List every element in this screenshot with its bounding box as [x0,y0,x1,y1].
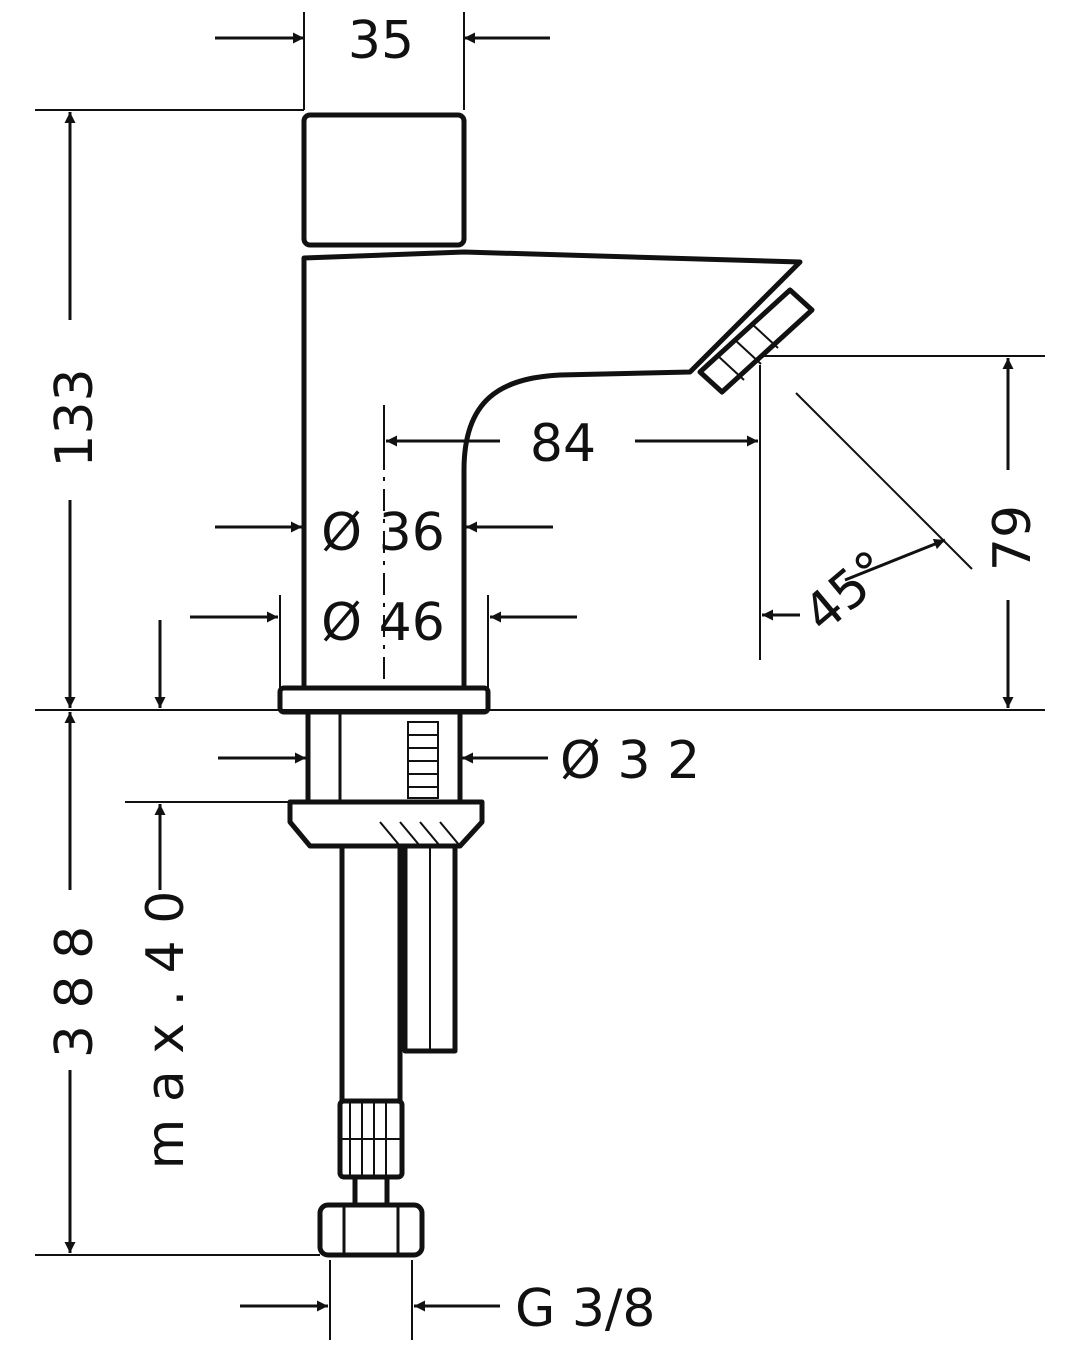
dimension-below-deck-length: 3 8 8 [45,712,105,1253]
fixing-nut [287,799,485,849]
threaded-shank [305,709,463,805]
hose-crimp [337,1098,405,1208]
label-connection-thread: G 3/8 [515,1279,656,1339]
dimension-body-diameter-upper: Ø 36 [215,503,553,563]
label-max-deck-thickness: m a x . 4 0 [136,891,196,1170]
dimension-total-height: 133 [45,112,105,708]
dimension-body-diameter-lower: Ø 46 [190,593,577,688]
faucet-column-and-spout [301,249,803,691]
dimension-max-deck-thickness: m a x . 4 0 [125,801,290,1170]
dimension-connection-thread: G 3/8 [240,1260,656,1340]
label-outlet-height: 79 [983,505,1043,571]
push-button-cap [301,112,467,248]
label-below-deck-length: 3 8 8 [45,926,105,1058]
label-body-diameter-lower: Ø 46 [321,593,445,653]
label-shank-diameter: Ø 3 2 [560,731,700,791]
dimension-shank-diameter: Ø 3 2 [218,731,700,791]
aerator [697,287,815,395]
dimension-outlet-height: 79 [983,358,1043,708]
label-total-height: 133 [45,368,105,467]
label-spout-reach: 84 [530,414,596,474]
faucet-outline [277,112,815,1258]
dimension-angle: 45° [762,392,973,645]
dimension-top-width: 35 [215,11,550,110]
connection-nut [317,1202,425,1258]
base-flange [277,685,491,715]
supply-pipes [339,843,458,1104]
label-top-width: 35 [348,11,414,71]
label-body-diameter-upper: Ø 36 [321,503,445,563]
label-angle: 45° [792,539,901,644]
dimension-spout-reach: 84 [383,365,761,660]
